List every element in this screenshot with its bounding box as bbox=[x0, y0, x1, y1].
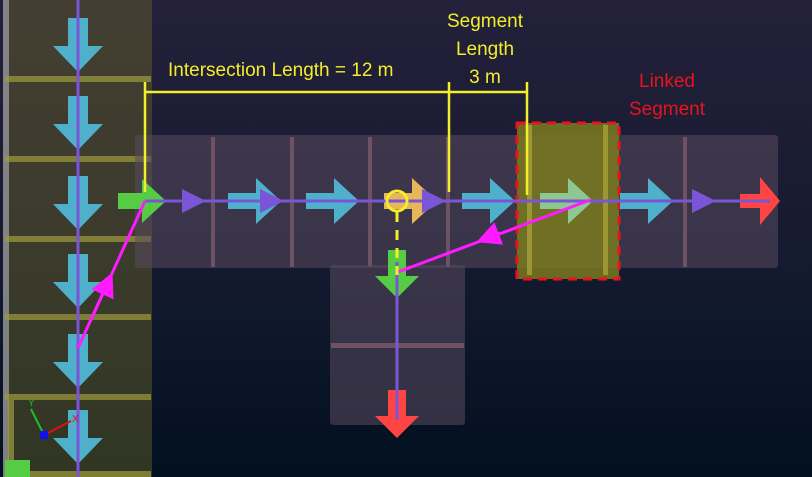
svg-text:Y: Y bbox=[28, 398, 35, 409]
linked-segment-label-2: Segment bbox=[628, 99, 706, 120]
lane-paths bbox=[76, 0, 770, 477]
segment-length-value: 3 m bbox=[469, 67, 501, 88]
origin-marker bbox=[5, 460, 30, 477]
axis-gizmo: Y X bbox=[28, 398, 79, 439]
segment-length-label-1: Segment bbox=[446, 11, 524, 32]
intersection-length-label: Intersection Length = 12 m bbox=[168, 60, 394, 81]
segment-length-label-2: Length bbox=[455, 39, 515, 60]
linked-segment-label-1: Linked bbox=[639, 71, 695, 92]
lane-links bbox=[76, 198, 591, 349]
dimension-lines bbox=[143, 82, 529, 275]
svg-text:X: X bbox=[72, 414, 79, 425]
